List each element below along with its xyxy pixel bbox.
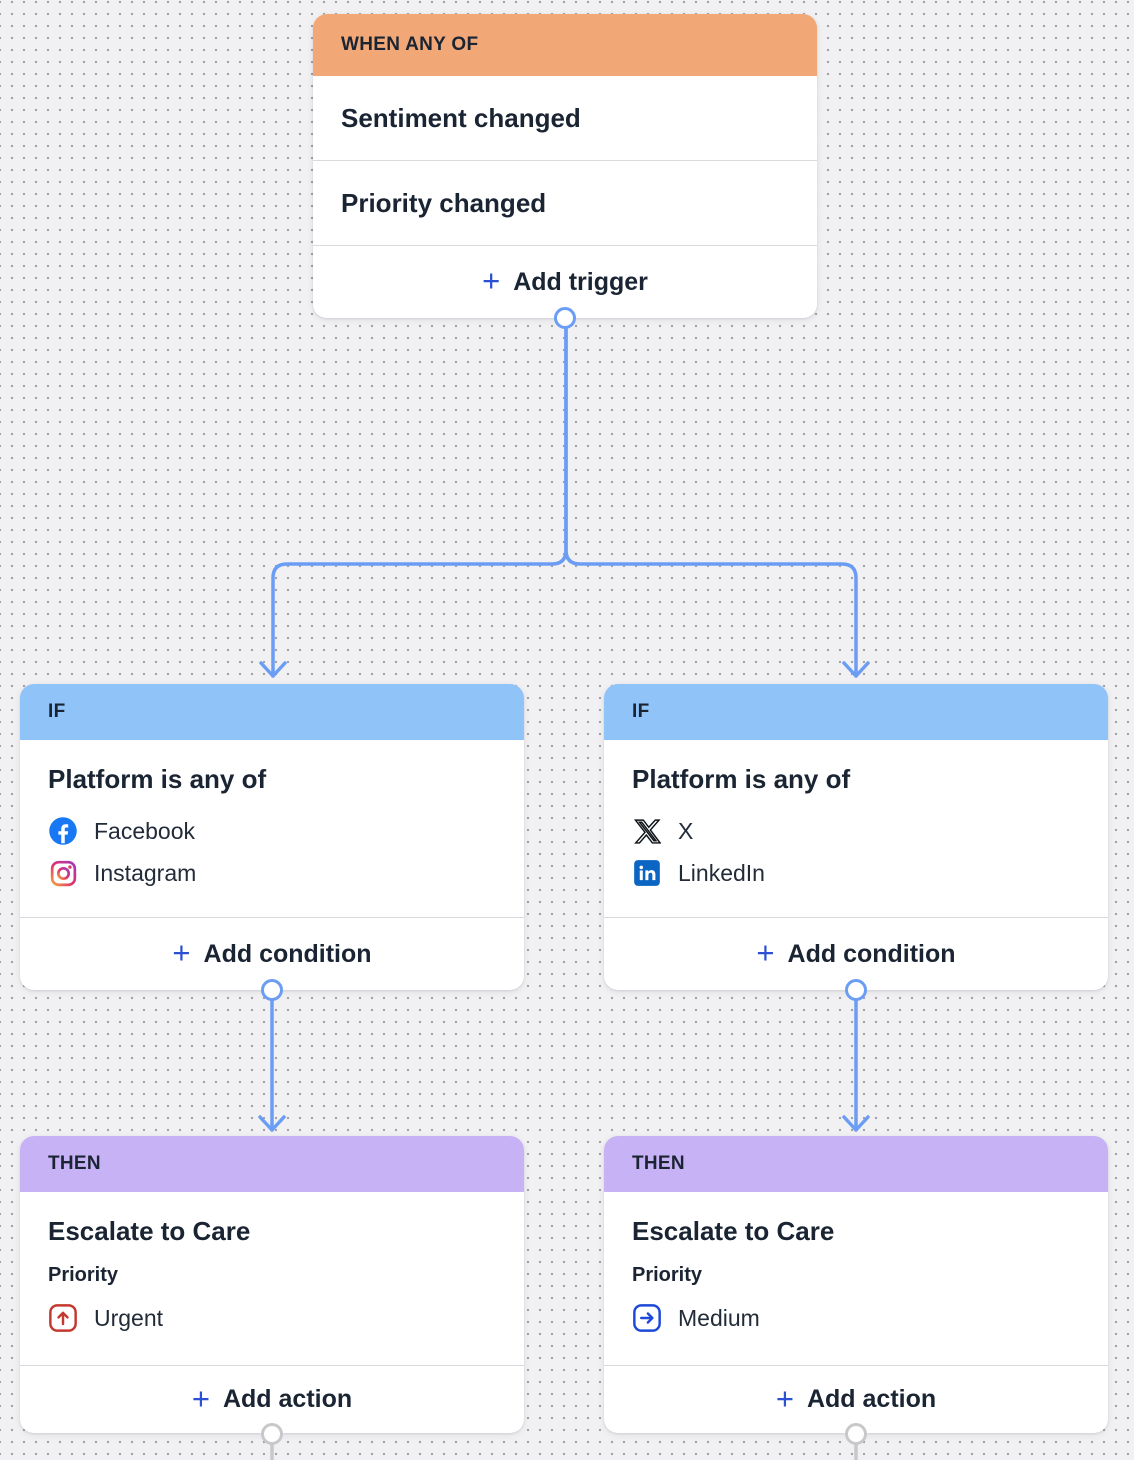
trigger-item-priority-changed[interactable]: Priority changed — [313, 161, 817, 246]
action-card-header: THEN — [604, 1136, 1108, 1192]
linkedin-icon — [632, 858, 662, 888]
priority-value-row: Urgent — [48, 1301, 496, 1335]
condition-card-body[interactable]: Platform is any of X — [604, 740, 1108, 917]
action-card-left[interactable]: THEN Escalate to Care Priority Urgent + … — [20, 1136, 524, 1433]
platform-label: Facebook — [94, 817, 196, 844]
platform-row-facebook: Facebook — [48, 810, 496, 852]
priority-value-label: Medium — [678, 1304, 760, 1331]
platform-label: X — [678, 817, 694, 844]
add-condition-label: Add condition — [787, 939, 956, 968]
trigger-card[interactable]: WHEN ANY OF Sentiment changed Priority c… — [313, 14, 817, 318]
add-condition-button[interactable]: + Add condition — [604, 917, 1108, 990]
action-card-header-label: THEN — [632, 1153, 685, 1174]
x-icon — [632, 816, 662, 846]
condition-card-header: IF — [20, 684, 524, 740]
action-card-header: THEN — [20, 1136, 524, 1192]
platform-row-x: X — [632, 810, 1080, 852]
priority-field-label: Priority — [48, 1264, 119, 1286]
priority-urgent-icon — [48, 1303, 78, 1333]
priority-field-label: Priority — [632, 1264, 703, 1286]
trigger-item-label: Sentiment changed — [341, 102, 581, 133]
instagram-icon — [48, 858, 78, 888]
platform-list: Facebook Instagram — [48, 810, 496, 894]
platform-label: LinkedIn — [678, 859, 765, 886]
add-action-label: Add action — [222, 1385, 353, 1413]
platform-list: X LinkedIn — [632, 810, 1080, 894]
arrowhead-then-right — [842, 1115, 870, 1132]
action-title: Escalate to Care — [632, 1216, 835, 1246]
connector-trigger-to-if-left — [271, 324, 568, 678]
action-card-body[interactable]: Escalate to Care Priority Urgent — [20, 1192, 524, 1365]
condition-card-left[interactable]: IF Platform is any of Facebook — [20, 684, 524, 990]
action-title: Escalate to Care — [48, 1216, 251, 1246]
add-action-button[interactable]: + Add action — [20, 1365, 524, 1433]
priority-value-row: Medium — [632, 1301, 1080, 1335]
priority-medium-icon — [632, 1303, 662, 1333]
plus-icon: + — [756, 935, 775, 970]
plus-icon: + — [172, 935, 191, 970]
condition-card-header-label: IF — [48, 701, 66, 722]
arrowhead-then-left — [258, 1115, 286, 1132]
action-card-body[interactable]: Escalate to Care Priority Medium — [604, 1192, 1108, 1365]
arrowhead-if-left — [259, 661, 287, 678]
trigger-item-label: Priority changed — [341, 187, 547, 218]
add-action-button[interactable]: + Add action — [604, 1365, 1108, 1433]
trigger-item-sentiment-changed[interactable]: Sentiment changed — [313, 76, 817, 161]
condition-right-output-port[interactable] — [845, 979, 867, 1001]
trigger-card-header-label: WHEN ANY OF — [341, 34, 479, 55]
platform-label: Instagram — [94, 859, 197, 886]
condition-card-body[interactable]: Platform is any of Facebook — [20, 740, 524, 917]
add-trigger-button[interactable]: + Add trigger — [313, 246, 817, 318]
plus-icon: + — [191, 1380, 210, 1416]
add-condition-button[interactable]: + Add condition — [20, 917, 524, 990]
action-right-output-port[interactable] — [845, 1423, 867, 1445]
condition-card-right[interactable]: IF Platform is any of X — [604, 684, 1108, 990]
trigger-card-header: WHEN ANY OF — [313, 14, 817, 76]
platform-row-linkedin: LinkedIn — [632, 852, 1080, 894]
priority-value-label: Urgent — [94, 1304, 164, 1331]
trigger-output-port[interactable] — [554, 307, 576, 329]
connector-trigger-to-if-right — [564, 324, 858, 678]
plus-icon: + — [482, 263, 501, 298]
facebook-icon — [48, 816, 78, 846]
arrowhead-if-right — [842, 661, 870, 678]
action-card-right[interactable]: THEN Escalate to Care Priority Medium + … — [604, 1136, 1108, 1433]
condition-title: Platform is any of — [48, 764, 267, 794]
action-left-output-port[interactable] — [261, 1423, 283, 1445]
add-condition-label: Add condition — [203, 939, 372, 968]
condition-title: Platform is any of — [632, 764, 851, 794]
add-trigger-label: Add trigger — [513, 267, 648, 296]
condition-card-header: IF — [604, 684, 1108, 740]
plus-icon: + — [775, 1380, 794, 1416]
condition-left-output-port[interactable] — [261, 979, 283, 1001]
action-card-header-label: THEN — [48, 1153, 101, 1174]
condition-card-header-label: IF — [632, 701, 650, 722]
platform-row-instagram: Instagram — [48, 852, 496, 894]
add-action-label: Add action — [806, 1385, 937, 1413]
